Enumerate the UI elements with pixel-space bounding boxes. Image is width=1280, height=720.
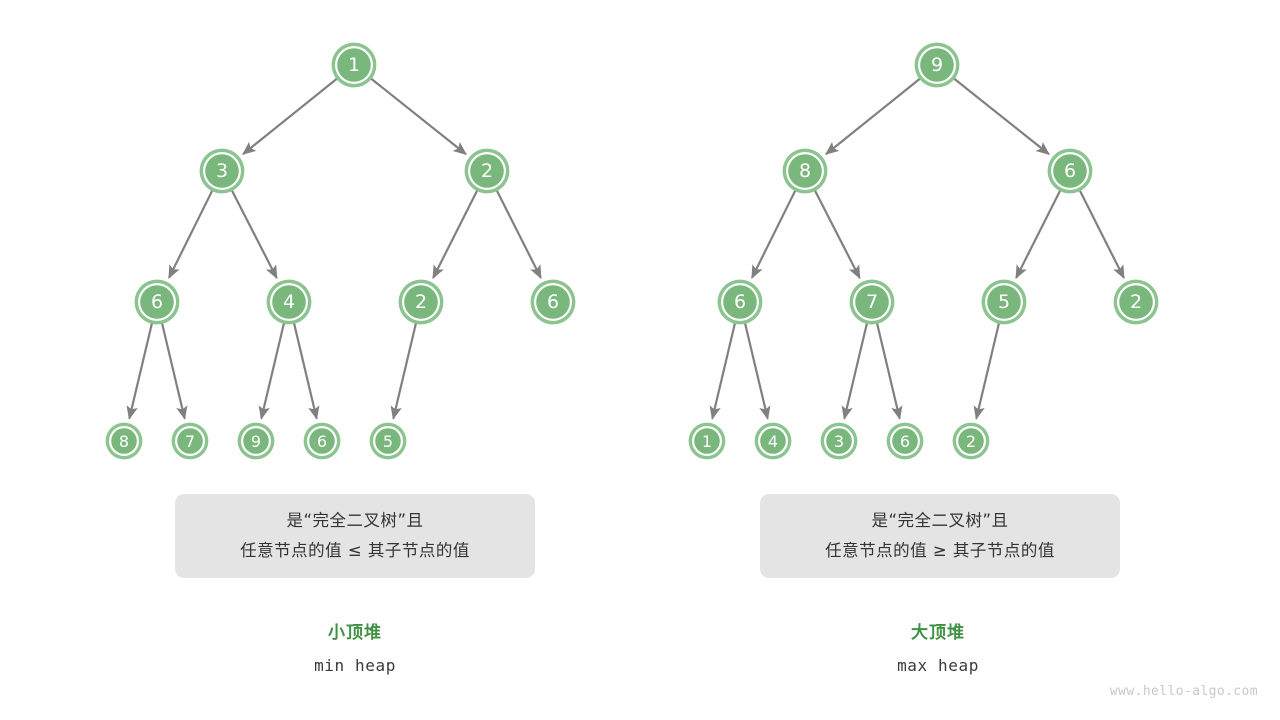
tree-node: 8 [786,152,824,190]
tree-edge [292,322,320,420]
tree-node: 2 [468,152,506,190]
tree-node: 3 [203,152,241,190]
tree-edge [973,322,1001,420]
tree-edge [168,189,214,279]
watermark: www.hello-algo.com [1109,684,1258,699]
tree-node-value: 7 [184,431,196,451]
tree-node: 4 [270,283,308,321]
tree-node: 7 [853,283,891,321]
tree-node: 9 [241,426,271,456]
heap-title-min-heap: 小顶堆 [328,623,382,643]
tree-node-value: 6 [546,291,560,313]
heap-subtitle-max-heap: max heap [897,656,979,675]
tree-node-value: 6 [150,291,164,313]
tree-node: 1 [692,426,722,456]
tree-node-value: 1 [701,431,713,451]
tree-node-value: 4 [767,431,779,451]
tree-node: 2 [402,283,440,321]
tree-node-value: 2 [965,431,977,451]
tree-node: 6 [307,426,337,456]
tree-node-value: 2 [480,160,494,182]
tree-node-value: 3 [215,160,229,182]
tree-edge [258,322,286,420]
tree-edge [743,322,771,420]
tree-node-value: 9 [250,431,262,451]
caption-line-1: 是“完全二叉树”且 [871,511,1009,530]
tree-node-value: 7 [865,291,879,313]
tree-node: 6 [890,426,920,456]
tree-edge [875,322,903,420]
tree-edge [709,322,737,420]
tree-node-value: 6 [733,291,747,313]
tree-node-value: 3 [833,431,845,451]
tree-node: 2 [1117,283,1155,321]
tree-edge [841,322,869,420]
caption-line-1: 是“完全二叉树”且 [286,511,424,530]
tree-node: 6 [721,283,759,321]
tree-edge [432,189,479,280]
tree-node-value: 2 [414,291,428,313]
tree-edge [495,189,542,280]
tree-node-value: 5 [382,431,394,451]
tree-edge [242,77,339,155]
tree-node: 6 [1051,152,1089,190]
tree-node-value: 9 [930,54,944,76]
tree-node: 8 [109,426,139,456]
tree-node-value: 8 [118,431,130,451]
caption-line-2: 任意节点的值 ≤ 其子节点的值 [240,541,470,560]
tree-node-value: 8 [798,160,812,182]
tree-edge [160,322,188,420]
tree-edge [813,189,861,280]
tree-node: 6 [138,283,176,321]
tree-node: 5 [373,426,403,456]
tree-node-value: 2 [1129,291,1143,313]
tree-node-value: 6 [899,431,911,451]
heap-subtitle-min-heap: min heap [314,656,396,675]
tree-node: 2 [956,426,986,456]
tree-node-value: 1 [347,54,361,76]
tree-node: 3 [824,426,854,456]
tree-edge [1015,189,1062,280]
tree-node-value: 4 [282,291,296,313]
tree-node: 4 [758,426,788,456]
caption-box-min-heap: 是“完全二叉树”且 任意节点的值 ≤ 其子节点的值 [175,494,535,578]
tree-node-value: 5 [997,291,1011,313]
tree-edge [369,77,467,156]
tree-node-value: 6 [316,431,328,451]
tree-node: 5 [985,283,1023,321]
edge-group [126,77,1125,420]
tree-edge [952,77,1050,156]
tree-edge [825,77,922,155]
heap-title-max-heap: 大顶堆 [911,623,965,643]
tree-node: 1 [335,46,373,84]
tree-node-value: 6 [1063,160,1077,182]
tree-node: 6 [534,283,572,321]
tree-edge [1078,189,1125,280]
tree-edge [390,322,418,420]
tree-edge [126,322,154,420]
caption-line-2: 任意节点的值 ≥ 其子节点的值 [825,541,1055,560]
tree-edge [751,189,797,279]
tree-node: 7 [175,426,205,456]
caption-box-max-heap: 是“完全二叉树”且 任意节点的值 ≥ 其子节点的值 [760,494,1120,578]
tree-node: 9 [918,46,956,84]
tree-edge [230,189,278,280]
